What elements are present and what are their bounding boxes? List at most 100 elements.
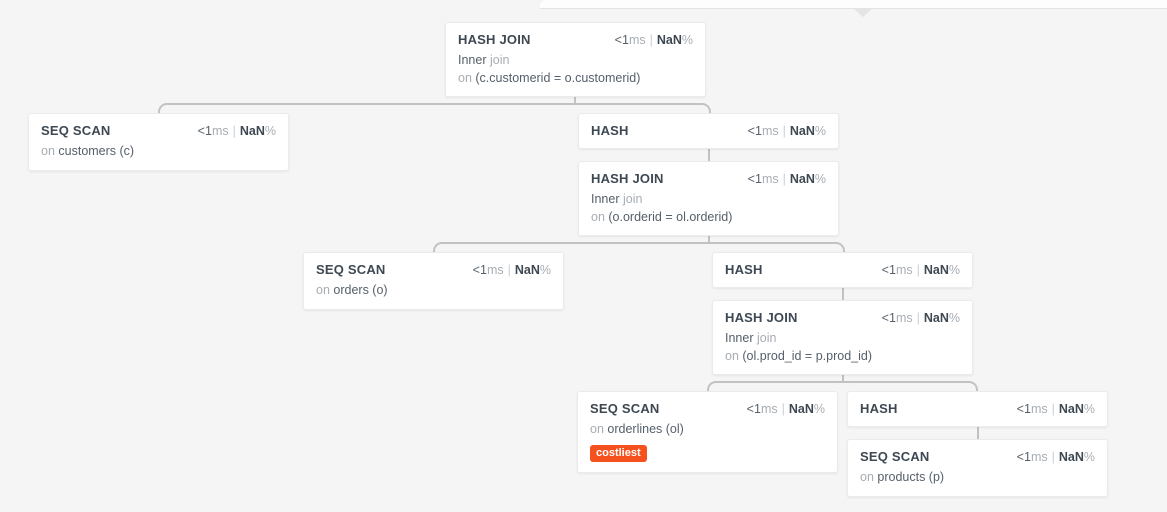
plan-node-title: SEQ SCAN	[860, 449, 930, 464]
join-word: join	[489, 53, 510, 67]
metric-cost-value: NaN	[788, 402, 814, 416]
connector-stub-join-3	[842, 370, 844, 382]
plan-node-metrics: <1ms|NaN%	[747, 402, 825, 416]
metric-separator: |	[782, 172, 786, 186]
connector-bracket-level-1	[158, 103, 711, 117]
plan-node-title: HASH	[860, 401, 898, 416]
metric-cost-unit: %	[814, 124, 826, 138]
connector-stub-join-2	[708, 231, 710, 243]
metric-cost-unit: %	[948, 311, 960, 325]
metric-separator: |	[1051, 450, 1055, 464]
plan-node-relation: on (o.orderid = ol.orderid)	[591, 209, 826, 226]
metric-time-value: <1	[197, 124, 212, 138]
connector-bracket-level-3	[707, 381, 978, 395]
connector-stub-hash-orders	[708, 149, 710, 163]
plan-node-header: HASH <1ms|NaN%	[860, 401, 1095, 416]
connector-stub-root	[574, 92, 576, 104]
on-expression: customers (c)	[58, 144, 135, 158]
plan-node-seq-scan-customers[interactable]: SEQ SCAN <1ms|NaN% on customers (c)	[28, 113, 289, 171]
plan-node-relation: on products (p)	[860, 469, 1095, 486]
connector-stub-hash-orderlines	[842, 288, 844, 302]
metric-time-value: <1	[1016, 402, 1031, 416]
connector-bracket-level-2	[433, 242, 845, 256]
metric-cost-unit: %	[539, 263, 551, 277]
plan-node-title: SEQ SCAN	[316, 262, 386, 277]
metric-time-unit: ms	[895, 311, 913, 325]
metric-time-unit: ms	[1030, 450, 1048, 464]
metric-cost-unit: %	[813, 402, 825, 416]
metric-time-unit: ms	[760, 402, 778, 416]
metric-time-unit: ms	[1030, 402, 1048, 416]
metric-separator: |	[916, 263, 920, 277]
plan-node-title: HASH JOIN	[458, 32, 531, 47]
plan-node-title: SEQ SCAN	[41, 123, 111, 138]
metric-cost-value: NaN	[514, 263, 540, 277]
on-word: on	[41, 144, 55, 158]
metric-time-value: <1	[472, 263, 487, 277]
metric-cost-unit: %	[1083, 450, 1095, 464]
plan-node-hash-orders-side[interactable]: HASH <1ms|NaN%	[578, 113, 839, 149]
plan-node-hash-join-orderlines-products[interactable]: HASH JOIN<1ms|NaN% Inner join on (ol.prod_…	[712, 300, 973, 376]
badge-costliest[interactable]: costliest	[590, 444, 647, 462]
plan-node-hash-orderlines-side[interactable]: HASH <1ms|NaN%	[712, 252, 973, 288]
plan-node-seq-scan-orders[interactable]: SEQ SCAN<1ms|NaN%on orders (o)	[303, 252, 564, 310]
metric-time-value: <1	[746, 402, 761, 416]
plan-node-relation: on orderlines (ol)	[590, 421, 825, 438]
metric-cost-value: NaN	[656, 33, 682, 47]
plan-node-metrics: <1ms|NaN%	[198, 124, 276, 138]
join-word: join	[622, 192, 643, 206]
plan-node-relation: on customers (c)	[41, 143, 276, 160]
metric-separator: |	[781, 402, 785, 416]
plan-node-hash-products-side[interactable]: HASH <1ms|NaN%	[847, 391, 1108, 427]
metric-separator: |	[782, 124, 786, 138]
plan-node-header: HASH <1ms|NaN%	[725, 262, 960, 277]
plan-node-relation: on (ol.prod_id = p.prod_id)	[725, 348, 960, 365]
metric-time-unit: ms	[628, 33, 646, 47]
join-word: join	[756, 331, 777, 345]
plan-node-title: HASH	[591, 123, 629, 138]
plan-node-metrics: <1ms|NaN%	[882, 263, 960, 277]
plan-node-badges: costliest	[590, 438, 825, 462]
metric-time-value: <1	[614, 33, 629, 47]
metric-time-unit: ms	[761, 124, 779, 138]
on-expression: (o.orderid = ol.orderid)	[608, 209, 733, 224]
plan-node-join-type: Inner join	[458, 52, 693, 69]
plan-node-join-type: Inner join	[591, 191, 826, 208]
plan-node-metrics: <1ms|NaN%	[748, 172, 826, 186]
plan-node-header: HASH JOIN<1ms|NaN%	[458, 32, 693, 47]
metric-time-unit: ms	[486, 263, 504, 277]
metric-cost-value: NaN	[923, 263, 949, 277]
plan-node-title: HASH	[725, 262, 763, 277]
metric-cost-unit: %	[1083, 402, 1095, 416]
plan-node-seq-scan-products[interactable]: SEQ SCAN <1ms|NaN% on products (p)	[847, 439, 1108, 497]
plan-node-relation: on (c.customerid = o.customerid)	[458, 70, 693, 87]
join-kind: Inner	[458, 53, 487, 67]
metric-cost-value: NaN	[789, 124, 815, 138]
connector-stub-hash-products	[977, 427, 979, 441]
metric-time-value: <1	[881, 263, 896, 277]
plan-node-seq-scan-orderlines[interactable]: SEQ SCAN<1ms|NaN% on orderlines (ol) costl…	[577, 391, 838, 473]
on-word: on	[591, 209, 605, 224]
join-kind: Inner	[591, 192, 620, 206]
plan-node-metrics: <1ms|NaN%	[1017, 450, 1095, 464]
join-kind: Inner	[725, 331, 754, 345]
on-word: on	[590, 422, 604, 436]
metric-time-value: <1	[747, 172, 762, 186]
metric-time-value: <1	[747, 124, 762, 138]
metric-separator: |	[1051, 402, 1055, 416]
plan-node-metrics: <1ms|NaN%	[473, 263, 551, 277]
plan-node-header: HASH JOIN<1ms|NaN%	[725, 310, 960, 325]
metric-cost-unit: %	[681, 33, 693, 47]
metric-cost-value: NaN	[1058, 402, 1084, 416]
on-word: on	[458, 70, 472, 85]
plan-node-header: SEQ SCAN<1ms|NaN%	[590, 401, 825, 416]
plan-node-metrics: <1ms|NaN%	[882, 311, 960, 325]
metric-cost-value: NaN	[239, 124, 265, 138]
plan-node-title: HASH JOIN	[591, 171, 664, 186]
metric-cost-unit: %	[264, 124, 276, 138]
on-word: on	[316, 283, 330, 297]
on-expression: products (p)	[877, 470, 945, 484]
